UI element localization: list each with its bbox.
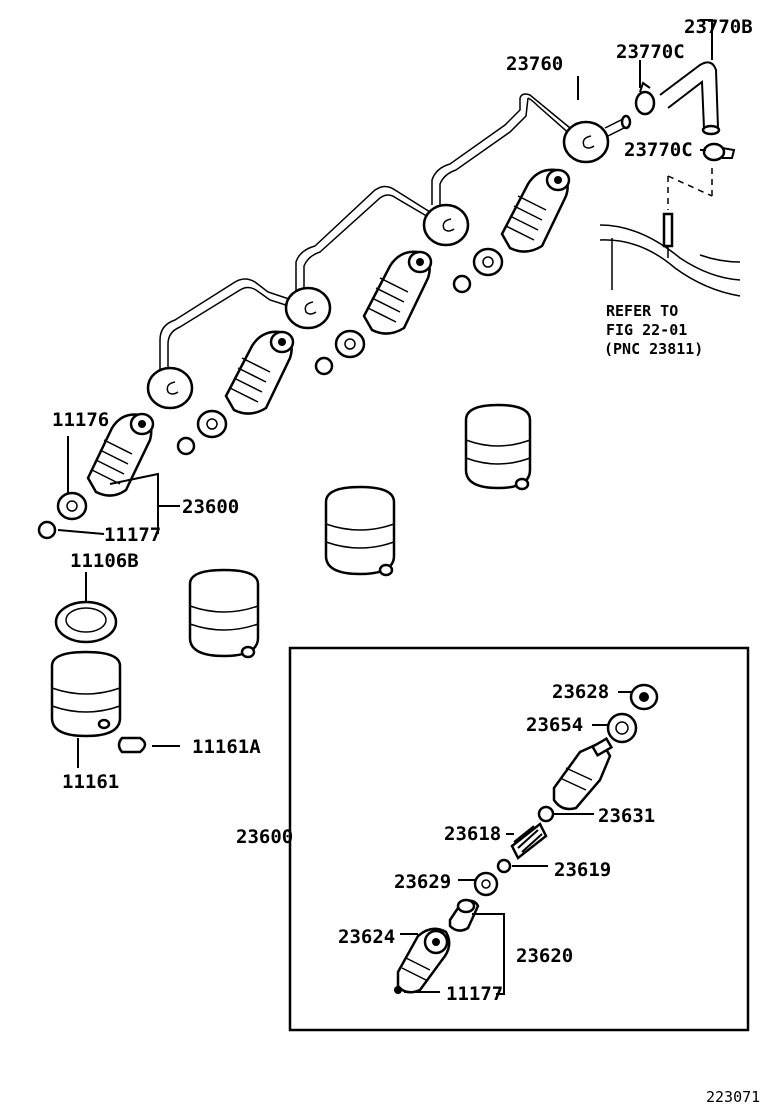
leader-lines [57, 76, 579, 768]
label-23770C-side: 23770C [624, 139, 693, 161]
injector-nozzle-1 [86, 412, 155, 497]
refer-line-2: FIG 22-01 [606, 321, 687, 339]
refer-line-1: REFER TO [606, 302, 678, 320]
holder-cup-b [324, 485, 396, 577]
hose-clip-23770C-side [700, 142, 736, 162]
label-23631: 23631 [598, 805, 655, 827]
box-leader-lines [400, 691, 632, 995]
label-23654: 23654 [526, 714, 583, 736]
label-23770C-top: 23770C [616, 41, 685, 63]
label-23624: 23624 [338, 926, 395, 948]
label-23620: 23620 [516, 945, 573, 967]
holder-cup-11161 [50, 650, 122, 738]
label-23760: 23760 [506, 53, 563, 75]
pin-11161A [117, 736, 147, 754]
label-11176: 11176 [52, 409, 109, 431]
label-23619: 23619 [554, 859, 611, 881]
label-23770B: 23770B [684, 16, 753, 38]
label-23600-box: 23600 [236, 826, 293, 848]
injector-nozzle-2 [224, 330, 295, 415]
label-11177-top: 11177 [104, 524, 161, 546]
label-11161A: 11161A [192, 736, 261, 758]
hose-clip-23770C-top [634, 60, 656, 116]
label-23600-top: 23600 [182, 496, 239, 518]
label-23628: 23628 [552, 681, 609, 703]
nozzle-seats [37, 247, 504, 540]
gasket-11106B [54, 600, 118, 644]
label-11161: 11161 [62, 771, 119, 793]
detail-box [288, 646, 750, 1032]
label-11106B: 11106B [70, 550, 139, 572]
return-pipe-23760 [146, 93, 632, 410]
figure-code: 223071 [706, 1088, 760, 1106]
refer-line-3: (PNC 23811) [604, 340, 703, 358]
injector-nozzle-3 [362, 250, 433, 335]
nozzle-exploded [394, 683, 659, 994]
reference-pipe [599, 168, 741, 297]
label-23618: 23618 [444, 823, 501, 845]
holder-cup-c [188, 568, 260, 659]
part-labels: 23770B 23770C 23760 23770C REFER TO FIG … [52, 16, 760, 1106]
injector-nozzle-4 [500, 168, 571, 253]
label-11177-box: 11177 [446, 983, 503, 1005]
label-23629: 23629 [394, 871, 451, 893]
return-hose-23770B [659, 19, 721, 136]
holder-cup-a [464, 403, 532, 491]
